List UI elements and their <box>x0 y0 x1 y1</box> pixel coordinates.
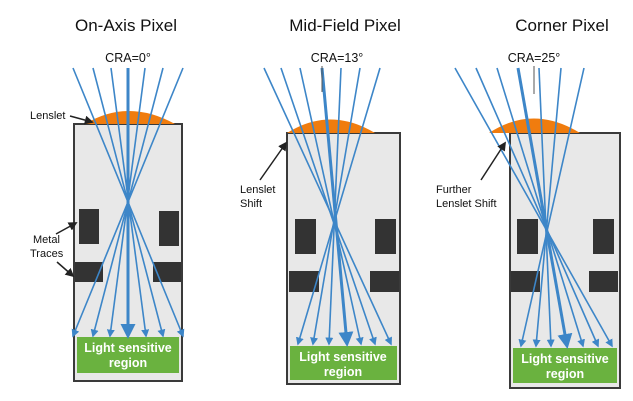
light-ray <box>299 67 364 346</box>
light-ray <box>295 67 381 346</box>
metal-trace <box>75 262 103 282</box>
light-sensitive-region <box>77 337 179 373</box>
light-ray <box>310 67 361 346</box>
region-label-line1: Light sensitive <box>299 350 387 364</box>
panel-mid-field: Mid-Field Pixel CRA=13° Light sensitive … <box>240 16 401 385</box>
lenslet <box>489 118 580 133</box>
light-sensitive-region <box>513 348 617 383</box>
metal-trace <box>159 211 179 246</box>
cra-label: CRA=0° <box>105 51 151 65</box>
metal-trace <box>153 262 181 282</box>
metal-trace <box>295 219 316 254</box>
metal-trace <box>79 209 99 244</box>
region-label-line2: region <box>109 356 147 370</box>
light-ray <box>518 67 585 348</box>
panel-title: Mid-Field Pixel <box>289 16 400 35</box>
cra-label: CRA=13° <box>311 51 364 65</box>
light-ray <box>496 67 585 348</box>
further-shift-label-line2: Lenslet Shift <box>436 198 497 210</box>
light-rays <box>263 67 392 347</box>
panel-on-axis: On-Axis Pixel CRA=0° Light sensitive reg… <box>30 16 185 382</box>
lenslet-shift-label-line2: Shift <box>240 198 262 210</box>
lenslet <box>287 119 375 133</box>
light-ray <box>475 67 600 348</box>
light-ray <box>532 67 562 348</box>
light-rays <box>454 67 613 349</box>
metal-trace <box>370 271 399 292</box>
cra-label: CRA=25° <box>508 51 561 65</box>
metal-trace <box>589 271 618 292</box>
metal-trace <box>375 219 396 254</box>
lenslet-shift-label-line1: Lenslet <box>240 184 275 196</box>
lenslet-shift-pointer <box>259 141 288 181</box>
metal-trace <box>593 219 614 254</box>
further-shift-label-line1: Further <box>436 184 472 196</box>
lenslet-pointer <box>69 115 94 125</box>
region-label-line1: Light sensitive <box>521 352 609 366</box>
light-sensitive-region <box>290 346 397 380</box>
chief-ray <box>516 67 573 349</box>
panel-title: Corner Pixel <box>515 16 609 35</box>
metal-traces-pointer-lower <box>56 261 75 278</box>
panel-corner: Corner Pixel CRA=25° Light sensitive reg… <box>436 16 621 389</box>
further-shift-pointer <box>480 141 506 181</box>
metal-trace <box>517 219 538 254</box>
light-rays <box>71 67 185 339</box>
region-label-line1: Light sensitive <box>84 341 172 355</box>
light-ray <box>71 67 184 338</box>
light-ray <box>538 67 555 348</box>
metal-traces-label-line2: Traces <box>30 248 64 260</box>
light-ray <box>454 67 613 348</box>
lenslet-label: Lenslet <box>30 110 65 122</box>
metal-trace <box>511 271 540 292</box>
metal-traces-label-line1: Metal <box>33 234 60 246</box>
light-ray <box>280 67 377 346</box>
metal-trace <box>289 271 319 292</box>
metal-traces-pointer-upper <box>55 222 78 235</box>
region-label-line2: region <box>546 367 584 381</box>
panel-title: On-Axis Pixel <box>75 16 177 35</box>
light-ray <box>325 67 342 346</box>
region-label-line2: region <box>324 365 362 379</box>
